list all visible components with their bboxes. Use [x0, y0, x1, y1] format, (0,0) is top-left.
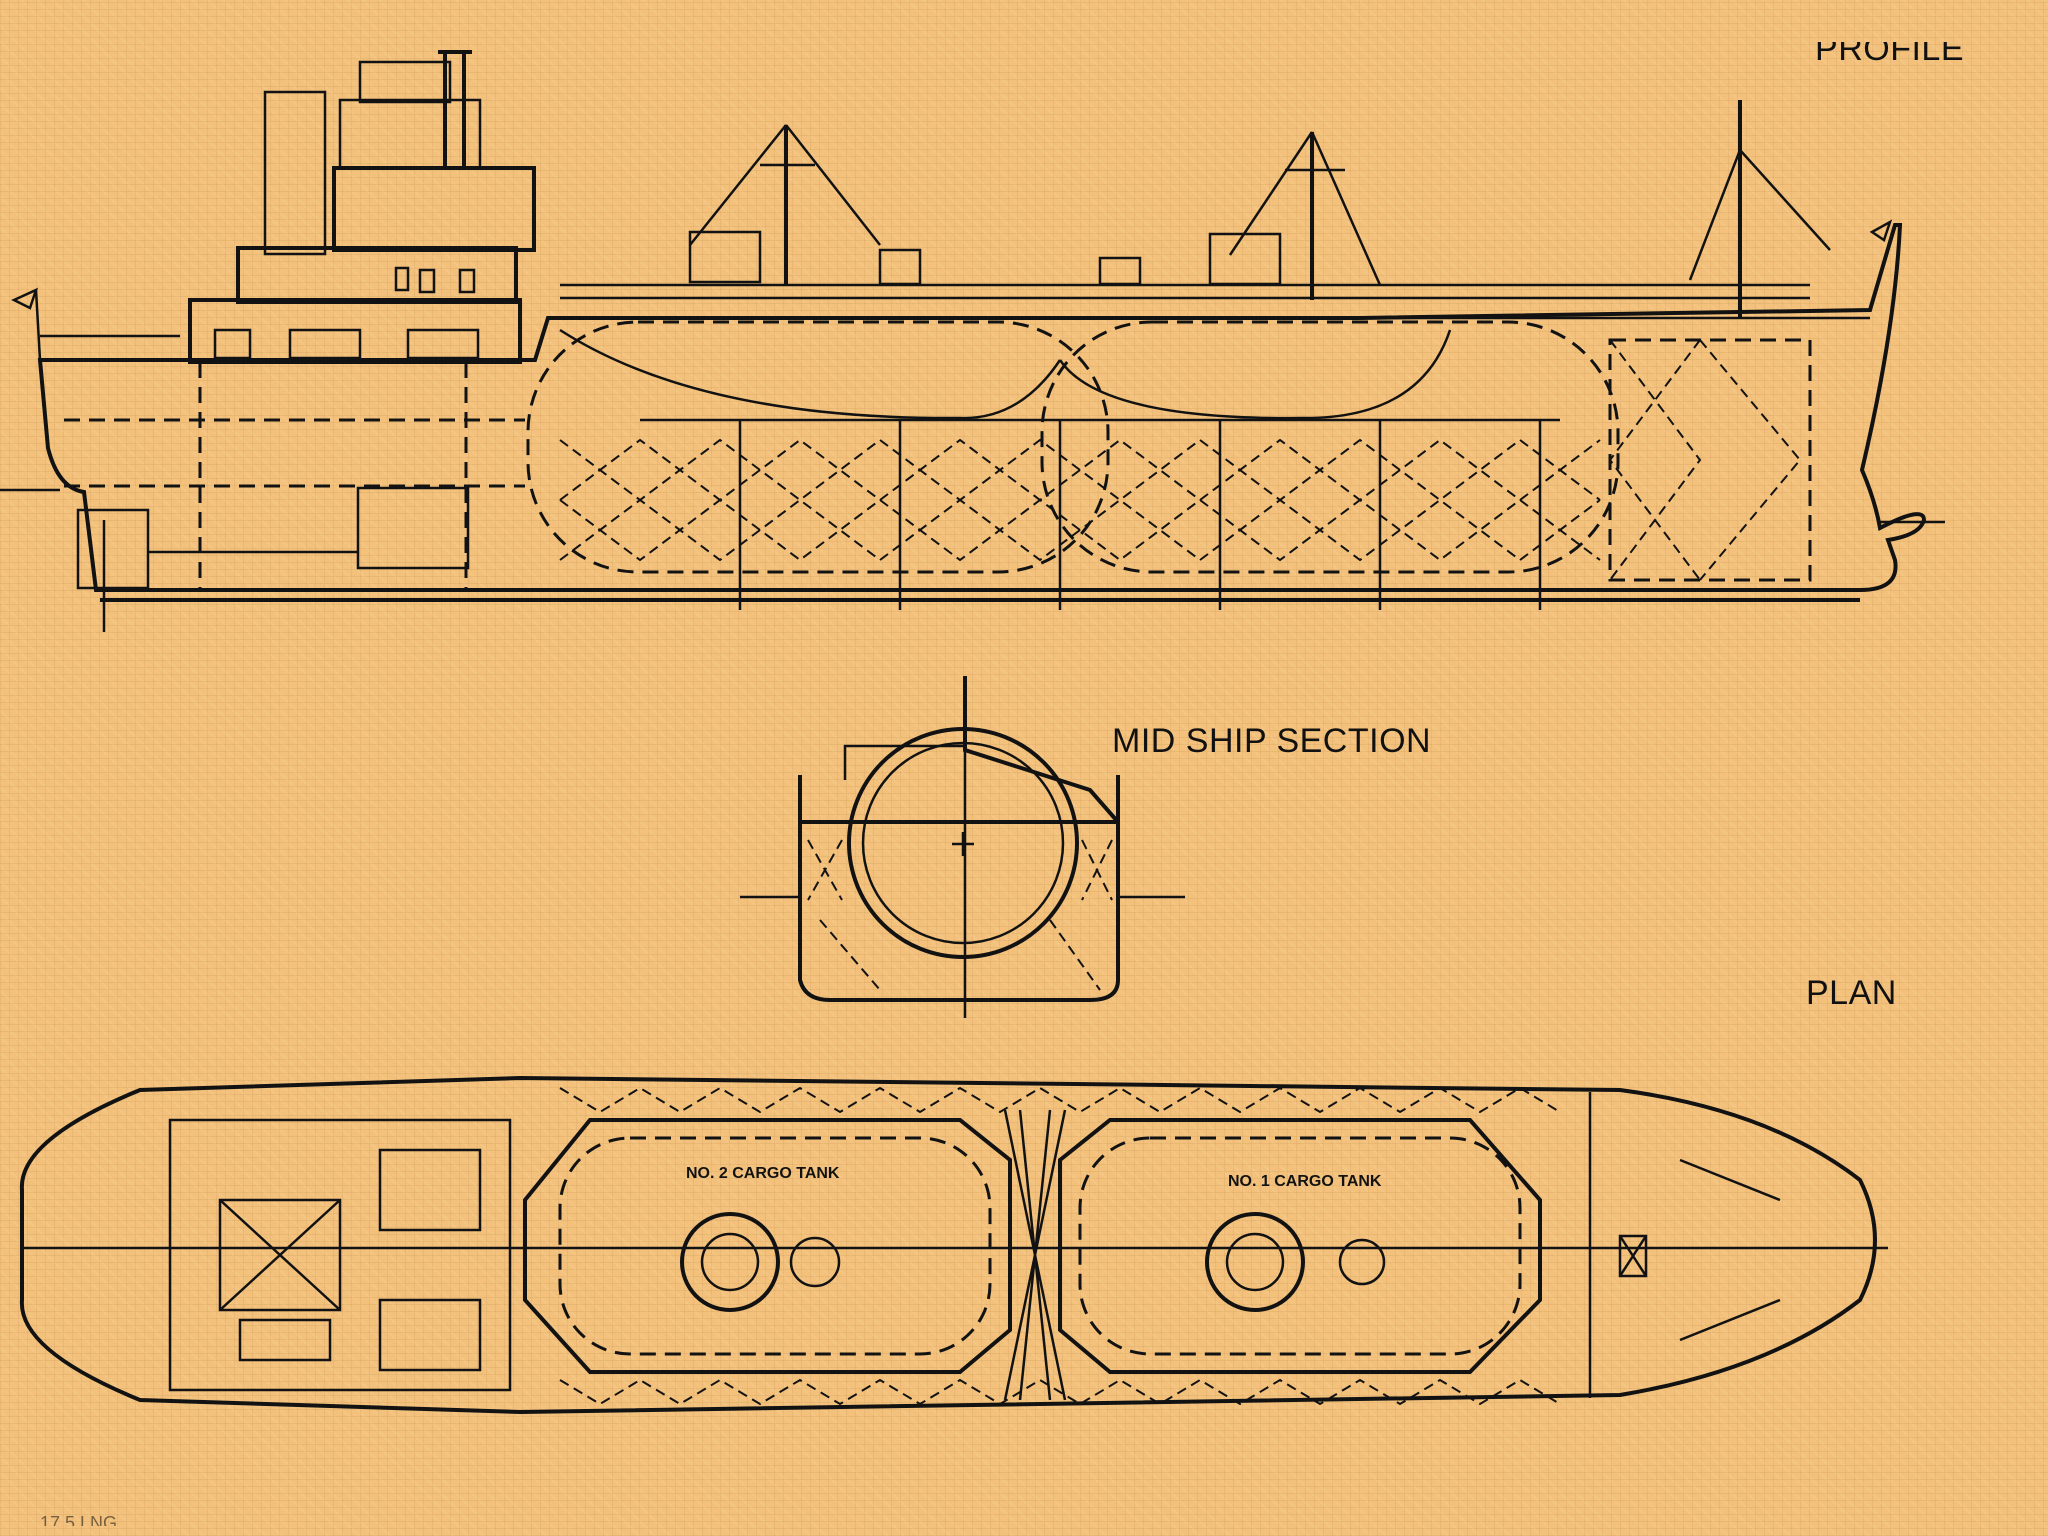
tank-label-no2: NO. 2 CARGO TANK — [686, 1165, 840, 1182]
footer-caption: 17.5 LNG — [40, 1513, 118, 1533]
midship-section — [740, 676, 1185, 1018]
tank-label-no1: NO. 1 CARGO TANK — [1228, 1173, 1382, 1190]
midship-section-label: MID SHIP SECTION — [1112, 722, 1432, 760]
profile-label: PROFILE — [1815, 30, 1964, 68]
plan-view: NO. 2 CARGO TANK NO. 1 CARGO TANK — [19, 1075, 1888, 1415]
plan-label: PLAN — [1806, 974, 1897, 1012]
profile-view — [0, 50, 1945, 632]
